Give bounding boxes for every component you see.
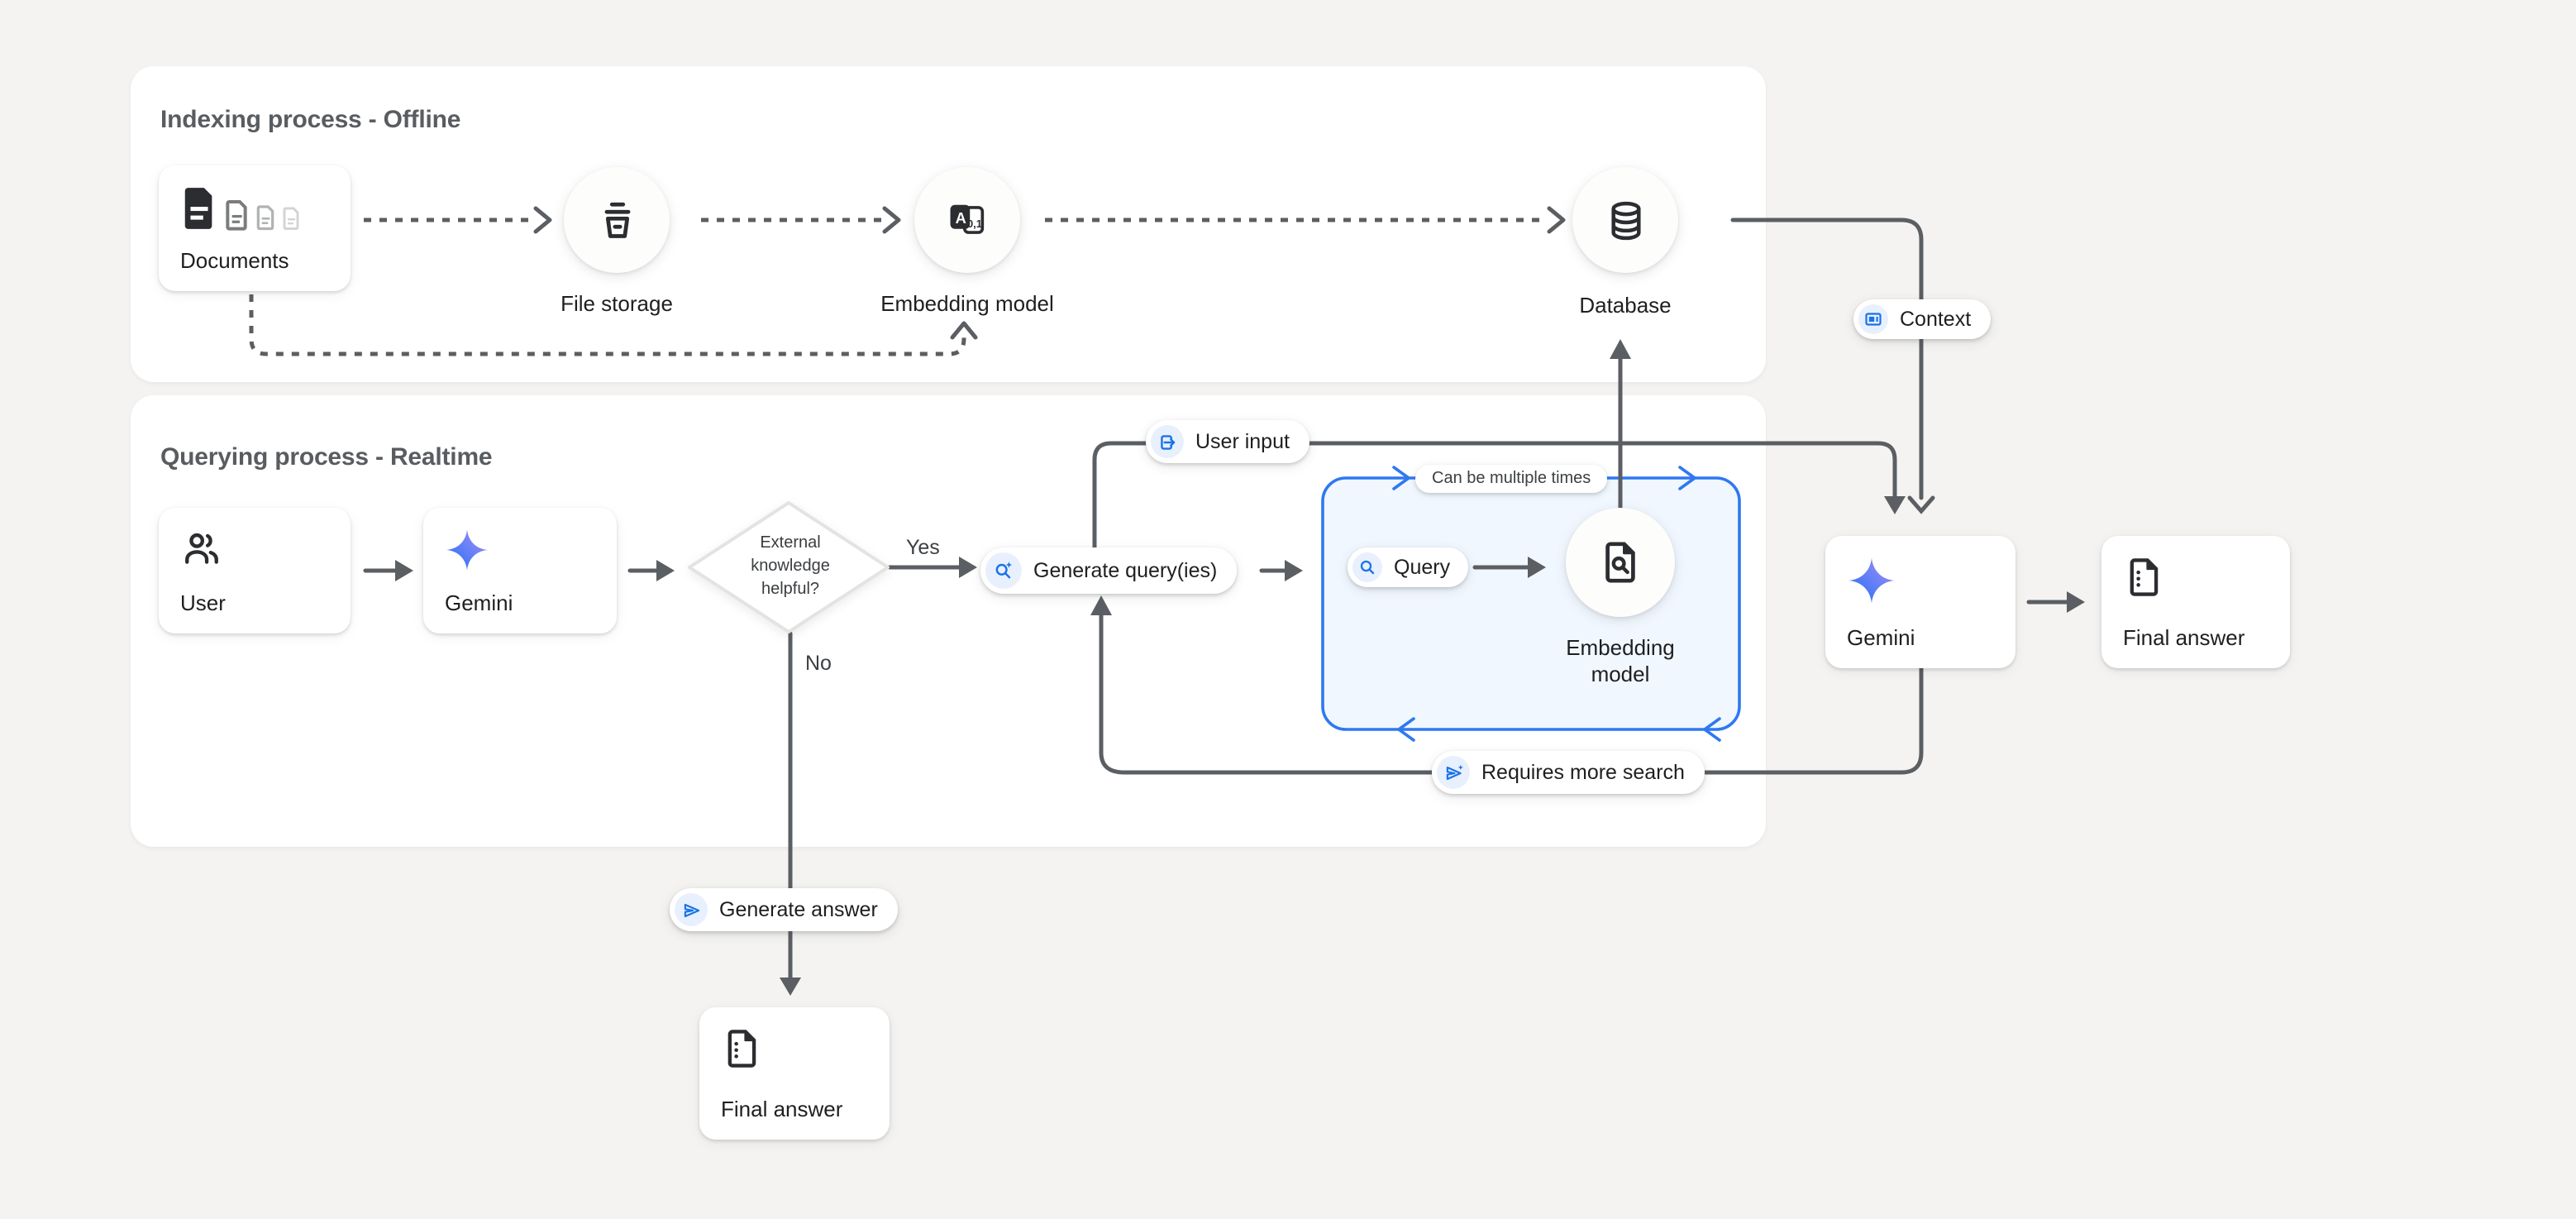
solid-edge-arrowheads — [395, 339, 2085, 996]
context-label: Context — [1900, 308, 1972, 331]
search-spark-icon — [985, 552, 1022, 589]
svg-text:0,1: 0,1 — [967, 218, 982, 230]
documents-label: Documents — [180, 248, 289, 273]
embedding-model-realtime-node — [1566, 508, 1675, 617]
database-icon — [1610, 200, 1640, 240]
user-card: User — [159, 508, 351, 633]
send-icon — [675, 893, 708, 926]
loop-box — [1321, 476, 1741, 731]
dashed-edge-arrowheads — [533, 206, 1566, 340]
embedding-model-offline-node: 0,1 A — [914, 167, 1020, 273]
generate-answer-label: Generate answer — [719, 898, 878, 921]
final-answer-bottom-label: Final answer — [721, 1097, 843, 1121]
gemini-final-card: Gemini — [1825, 536, 2015, 668]
storage-bucket-icon — [603, 201, 630, 237]
querying-panel-title: Querying process - Realtime — [160, 443, 493, 471]
generate-answer-pill: Generate answer — [670, 888, 898, 931]
indexing-panel-title: Indexing process - Offline — [160, 106, 461, 134]
yes-label: Yes — [906, 536, 940, 559]
user-input-label: User input — [1195, 430, 1290, 453]
documents-card: Documents — [159, 165, 351, 291]
no-label: No — [805, 652, 832, 675]
answer-document-icon — [2130, 558, 2159, 596]
search-icon — [1352, 552, 1382, 582]
gemini-final-label: Gemini — [1847, 625, 1915, 650]
database-label: Database — [1579, 293, 1672, 318]
document-search-icon — [1605, 542, 1635, 583]
documents-icon — [180, 185, 329, 232]
final-answer-right-card: Final answer — [2101, 536, 2290, 668]
context-icon — [1858, 304, 1888, 334]
final-answer-bottom-card: Final answer — [699, 1007, 890, 1140]
svg-text:A: A — [956, 209, 966, 227]
user-input-pill: User input — [1146, 420, 1309, 463]
query-label: Query — [1394, 556, 1451, 579]
file-storage-label: File storage — [561, 291, 673, 316]
requires-more-search-pill: Requires more search — [1432, 751, 1705, 794]
generate-queries-label: Generate query(ies) — [1033, 559, 1218, 582]
final-answer-right-label: Final answer — [2123, 625, 2245, 650]
loop-direction-chevrons — [1392, 466, 1721, 742]
query-pill: Query — [1348, 547, 1469, 587]
decision-diamond — [688, 501, 890, 633]
context-arrowhead — [1907, 495, 1935, 514]
edge-documents-embedding-elbow — [249, 294, 966, 356]
loop-note-pill: Can be multiple times — [1415, 465, 1608, 493]
gemini-main-label: Gemini — [445, 590, 513, 615]
context-pill: Context — [1853, 299, 1992, 339]
gemini-star-icon — [1849, 557, 1895, 604]
users-icon — [185, 533, 218, 564]
database-node — [1572, 167, 1678, 273]
dashed-edges — [249, 218, 1548, 356]
input-icon — [1151, 425, 1184, 458]
file-storage-node — [564, 167, 670, 273]
gemini-main-card: Gemini — [423, 508, 617, 633]
edge-user-input-line — [1092, 441, 1897, 550]
edge-database-context-gemini — [1730, 218, 1924, 500]
embedding-model-realtime-label: Embedding model — [1566, 635, 1675, 687]
decision-question: External knowledge helpful? — [751, 534, 830, 600]
generate-queries-pill: Generate query(ies) — [980, 547, 1238, 594]
solid-edges — [363, 218, 2069, 980]
answer-document-icon — [727, 1030, 756, 1068]
gemini-star-icon — [446, 529, 488, 571]
requires-more-search-label: Requires more search — [1481, 761, 1685, 784]
text-to-vector-icon: 0,1 A — [950, 204, 985, 234]
user-label: User — [180, 590, 226, 615]
embedding-model-offline-label: Embedding model — [880, 291, 1054, 316]
send-spark-icon — [1437, 756, 1470, 789]
